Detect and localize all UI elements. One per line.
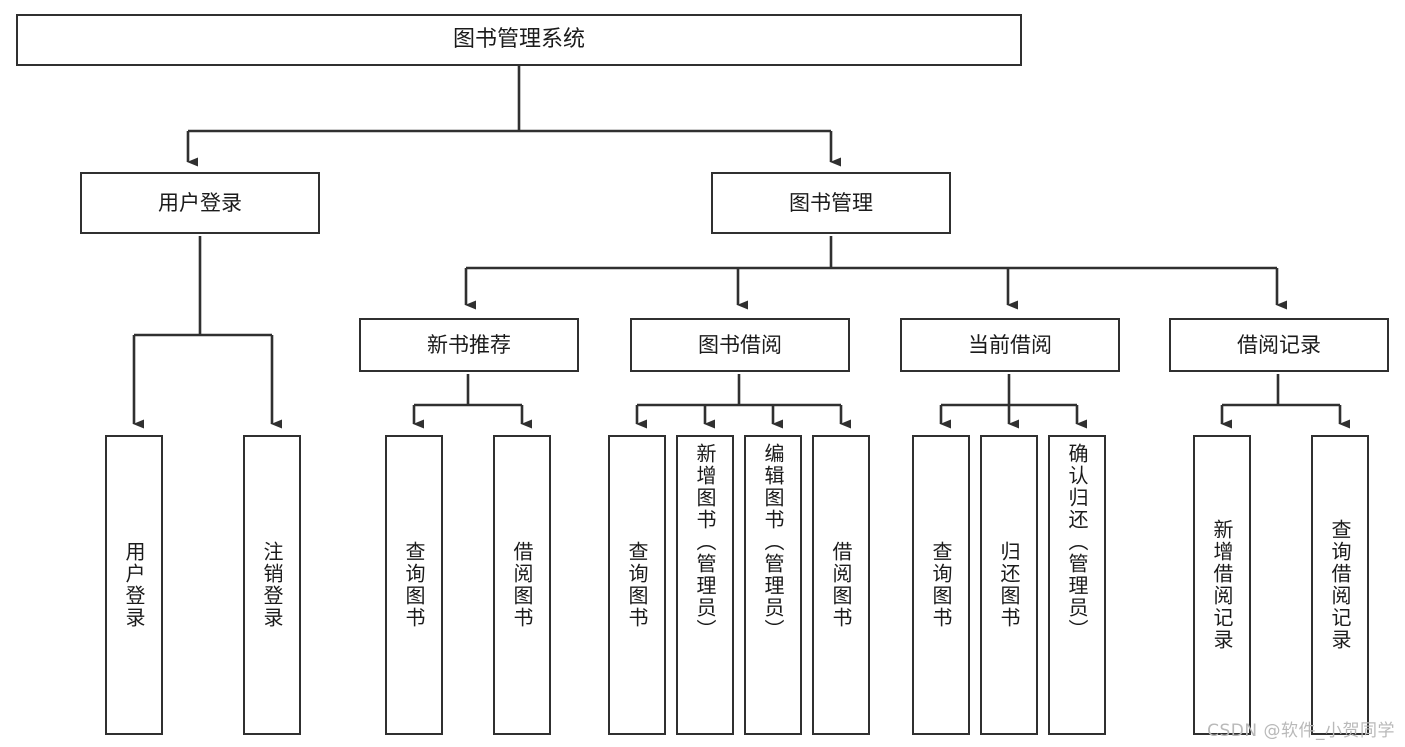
node-label: 新书推荐 — [427, 332, 511, 357]
node-label: 用户登录 — [158, 190, 242, 215]
leaf-current-borrow-return-books[interactable]: 归还图书 — [980, 435, 1038, 735]
node-current-borrow[interactable]: 当前借阅 — [900, 318, 1120, 372]
leaf-book-borrow-edit-book-admin[interactable]: 编辑图书（管理员） — [744, 435, 802, 735]
node-root-book-management-system[interactable]: 图书管理系统 — [16, 14, 1022, 66]
leaf-new-book-query-books[interactable]: 查询图书 — [385, 435, 443, 735]
node-label: 编辑图书（管理员） — [761, 443, 785, 641]
leaf-current-borrow-query-books[interactable]: 查询图书 — [912, 435, 970, 735]
leaf-book-borrow-query-books[interactable]: 查询图书 — [608, 435, 666, 735]
node-label: 图书管理系统 — [452, 27, 585, 53]
node-label: 确认归还（管理员） — [1065, 443, 1089, 641]
node-label: 查询图书 — [929, 541, 953, 629]
node-label: 归还图书 — [997, 541, 1021, 629]
leaf-book-borrow-borrow-books[interactable]: 借阅图书 — [812, 435, 870, 735]
leaf-current-borrow-confirm-return-admin[interactable]: 确认归还（管理员） — [1048, 435, 1106, 735]
leaf-book-borrow-add-book-admin[interactable]: 新增图书（管理员） — [676, 435, 734, 735]
node-label: 当前借阅 — [968, 332, 1052, 357]
node-label: 查询图书 — [625, 541, 649, 629]
node-book-borrow[interactable]: 图书借阅 — [630, 318, 850, 372]
node-label: 用户登录 — [122, 541, 146, 629]
leaf-user-login-login[interactable]: 用户登录 — [105, 435, 163, 735]
node-label: 借阅图书 — [829, 541, 853, 629]
node-label: 借阅图书 — [510, 541, 534, 629]
leaf-borrow-record-add-record[interactable]: 新增借阅记录 — [1193, 435, 1251, 735]
node-user-login[interactable]: 用户登录 — [80, 172, 320, 234]
node-label: 注销登录 — [260, 541, 284, 629]
csdn-watermark: CSDN @软件_小贺同学 — [1207, 721, 1395, 741]
node-book-management[interactable]: 图书管理 — [711, 172, 951, 234]
leaf-new-book-borrow-books[interactable]: 借阅图书 — [493, 435, 551, 735]
leaf-borrow-record-query-record[interactable]: 查询借阅记录 — [1311, 435, 1369, 735]
node-label: 新增借阅记录 — [1210, 519, 1234, 651]
node-label: 图书管理 — [789, 190, 873, 215]
node-borrow-record[interactable]: 借阅记录 — [1169, 318, 1389, 372]
leaf-user-login-logout[interactable]: 注销登录 — [243, 435, 301, 735]
node-label: 图书借阅 — [698, 332, 782, 357]
node-label: 新增图书（管理员） — [693, 443, 717, 641]
node-label: 查询图书 — [402, 541, 426, 629]
node-new-book-recommend[interactable]: 新书推荐 — [359, 318, 579, 372]
node-label: 借阅记录 — [1237, 332, 1321, 357]
node-label: 查询借阅记录 — [1328, 519, 1352, 651]
